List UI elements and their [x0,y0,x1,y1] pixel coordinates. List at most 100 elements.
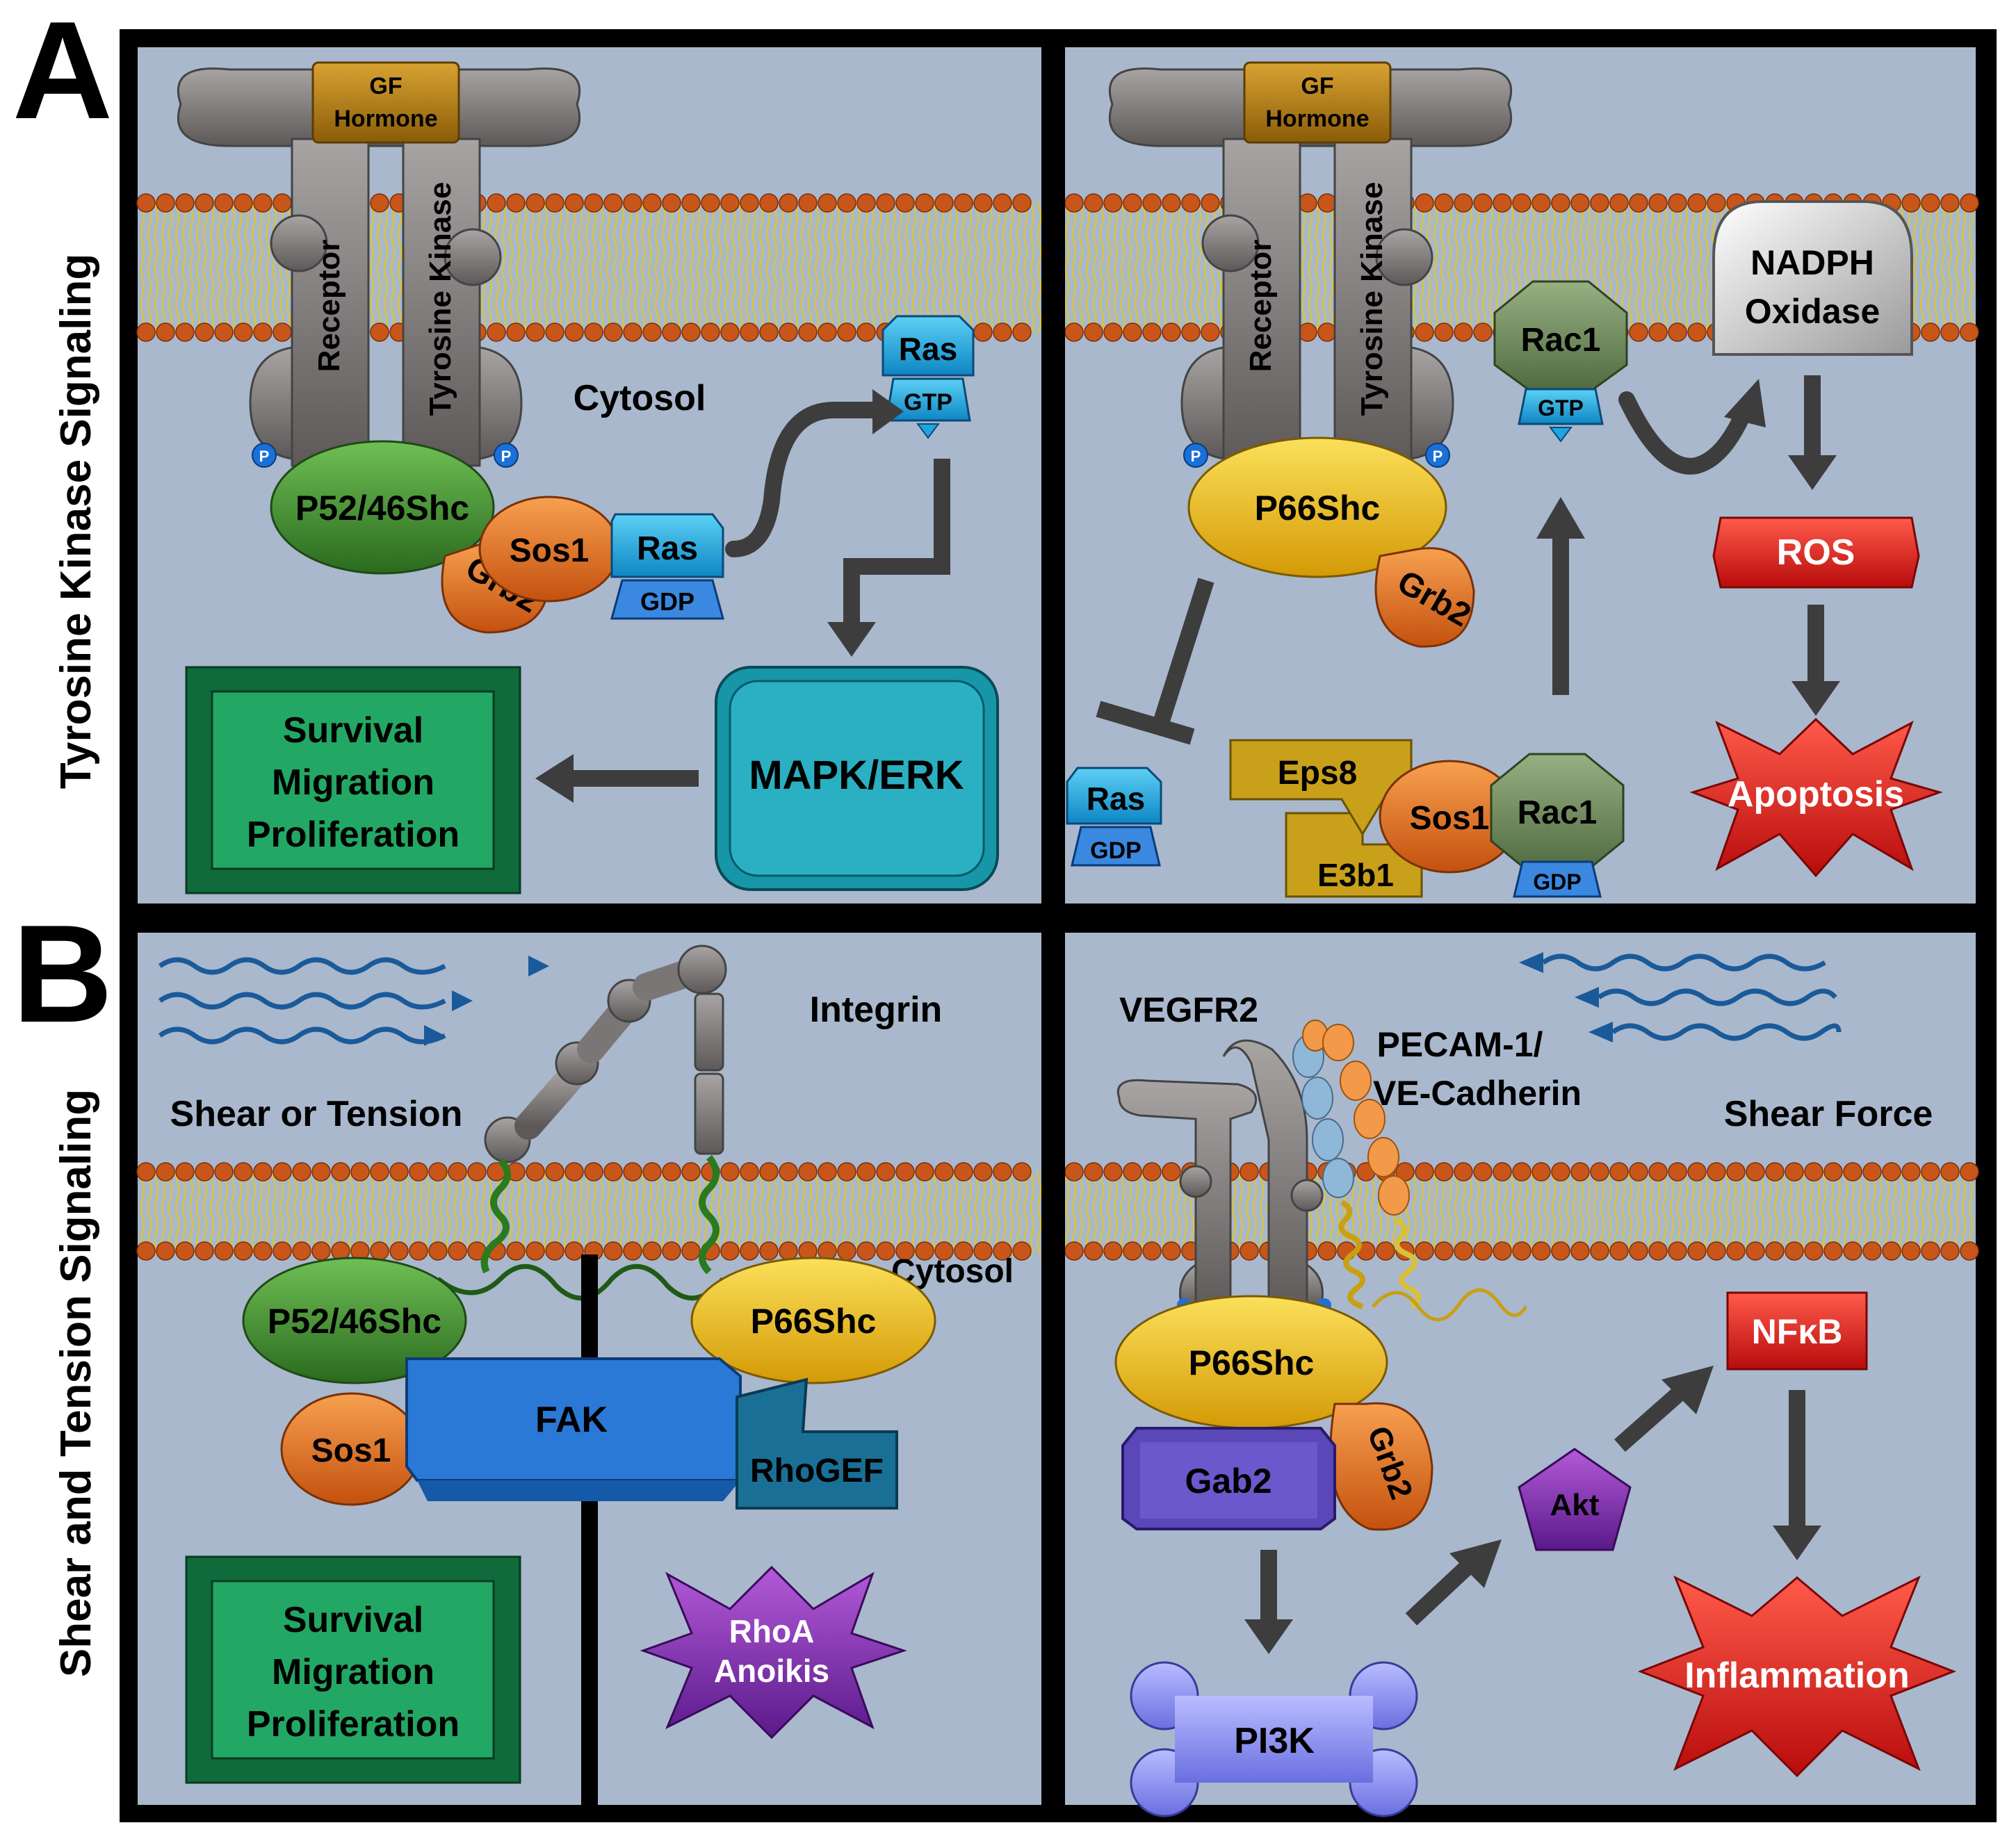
svg-text:P: P [1191,448,1201,465]
lipid-head [1064,322,1084,342]
lipid-head [1940,193,1960,213]
lipid-head [1746,1241,1765,1261]
lipid-head [1473,193,1493,213]
lipid-head [487,193,506,213]
lipid-head [1201,322,1220,342]
lipid-head [934,1241,954,1261]
lipid-head [467,1162,487,1181]
lipid-head [1162,1162,1181,1181]
lipid-head [623,1162,642,1181]
panel-letter-a: A [13,0,113,148]
lipid-head [1668,1241,1687,1261]
lipid-head [370,1241,389,1261]
lipid-head [1395,1162,1415,1181]
akt: Akt [1518,1448,1632,1551]
arrowhead-akt-to-nfkb [1661,1366,1714,1414]
arrowhead-rac1-to-nadph [1724,379,1766,427]
lipid-head [564,322,584,342]
lipid-head [1415,1162,1434,1181]
svg-text:Ras: Ras [899,331,957,367]
lipid-head [1570,1162,1590,1181]
lipid-head [487,322,506,342]
lipid-head [136,1162,156,1181]
lipid-head [759,1162,779,1181]
lipid-head [1084,322,1103,342]
svg-text:Apoptosis: Apoptosis [1728,774,1904,815]
lipid-head [1512,1162,1531,1181]
lipid-head [818,193,837,213]
svg-text:GTP: GTP [904,389,952,416]
p66shc-b-right: P66Shc [1114,1295,1388,1430]
lipid-head [1765,1241,1785,1261]
lipid-head [759,193,779,213]
lipid-head [1843,1162,1862,1181]
cytosol-label-a: Cytosol [574,378,706,418]
lipid-head [253,1241,273,1261]
lipid-head [1668,193,1687,213]
lipid-head [1901,1162,1921,1181]
lipid-head [1240,1162,1259,1181]
lipid-head [1823,1162,1843,1181]
arrowhead-gab2-to-pi3k [1244,1619,1293,1654]
arrowhead-nadph-to-ros [1788,455,1837,490]
pecam-label-2: VE-Cadherin [1373,1074,1582,1113]
lipid-head [1317,1241,1337,1261]
svg-text:P: P [501,448,512,465]
lipid-head [1084,193,1103,213]
lipid-head [603,1162,623,1181]
svg-text:ROS: ROS [1777,532,1855,573]
lipid-head [1940,322,1960,342]
svg-text:GTP: GTP [1538,395,1584,420]
eps8: Eps8 [1229,739,1413,836]
lipid-head [973,1162,993,1181]
grb2-a-right: Grb2 [1374,547,1477,648]
lipid-head [720,1162,740,1181]
lipid-head [779,1241,798,1261]
lipid-head [1512,193,1531,213]
inhibition-bar-ras [1096,701,1195,745]
pecam-ve-cadherin [1292,1020,1528,1322]
lipid-head [876,1162,895,1181]
phospho-left-2: P [494,443,519,468]
lipid-head [973,193,993,213]
lipid-head [1531,1162,1551,1181]
lipid-head [681,193,701,213]
lipid-head [1648,1162,1668,1181]
lipid-head [856,193,876,213]
lipid-head [292,1162,311,1181]
lipid-head [798,193,818,213]
lipid-head [1123,322,1142,342]
lipid-head [759,322,779,342]
arrow-ras-to-mapk [843,459,950,625]
lipid-head [234,322,253,342]
lipid-head [175,1162,195,1181]
lipid-head [350,1162,370,1181]
lipid-head [1746,1162,1765,1181]
lipid-head [642,1241,662,1261]
lipid-head [993,322,1012,342]
svg-text:RhoA: RhoA [729,1613,815,1649]
lipid-head [1142,322,1162,342]
svg-text:Hormone: Hormone [1265,106,1369,132]
lipid-head [1940,1162,1960,1181]
lipid-head [136,1241,156,1261]
svg-text:Survival: Survival [283,1600,423,1640]
lipid-head [389,1162,409,1181]
tyrosine-kinase-label-right: Tyrosine Kinase [1355,182,1389,416]
survival-box-b: Survival Migration Proliferation [185,1555,521,1784]
lipid-head [1123,1162,1142,1181]
shear-or-tension-label: Shear or Tension [170,1094,463,1134]
arrowhead-rac1-activation [1536,497,1585,539]
lipid-head [856,322,876,342]
lipid-head [331,1162,350,1181]
lipid-head [1551,1241,1570,1261]
lipid-head [545,1241,564,1261]
svg-text:E3b1: E3b1 [1317,857,1394,893]
lipid-head [195,322,214,342]
lipid-head [915,193,934,213]
lipid-head [681,1241,701,1261]
lipid-head [1765,1162,1785,1181]
p52-46shc-b: P52/46Shc [242,1257,467,1384]
arrowhead-ras-to-mapk [827,622,876,657]
lipid-head [195,193,214,213]
